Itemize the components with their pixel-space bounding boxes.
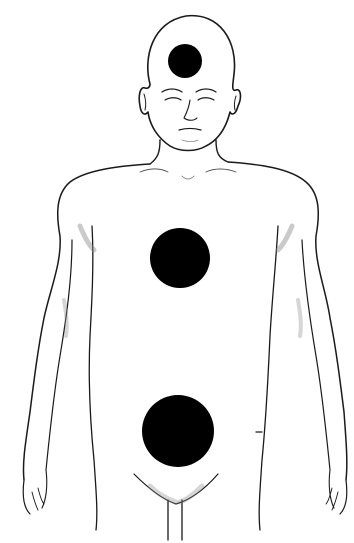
chest-marker <box>150 228 210 288</box>
head <box>139 16 240 151</box>
pelvis-legs <box>134 474 218 540</box>
head-marker <box>168 44 202 78</box>
torso <box>23 140 346 530</box>
pelvis-marker <box>142 395 214 467</box>
hands <box>23 470 347 514</box>
